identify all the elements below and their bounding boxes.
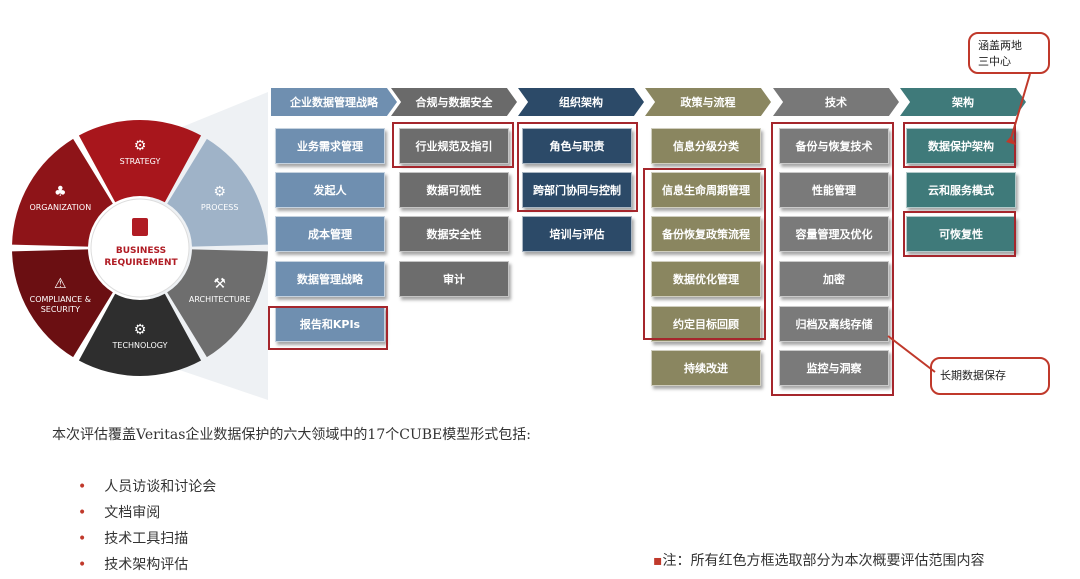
note-text: 注：所有红色方框选取部分为本次概要评估范围内容 [662, 553, 985, 569]
cube-item-5-2: 可恢复性 [906, 216, 1016, 252]
wheel-segment-strategy [78, 120, 202, 203]
callout-two-sites-three-centers: 涵盖两地 三中心 [968, 32, 1050, 74]
cube-item-3-5: 持续改进 [651, 350, 761, 386]
wheel-icon-0: ⚙ [134, 138, 147, 154]
cube-item-4-1: 性能管理 [779, 172, 889, 208]
column-header-4: 技术 [773, 88, 899, 116]
wheel-icon-1: ⚙ [213, 184, 226, 200]
cube-item-2-0: 角色与职责 [522, 128, 632, 164]
cube-item-1-3: 审计 [399, 261, 509, 297]
cube-item-4-3: 加密 [779, 261, 889, 297]
scope-highlight-frame-0 [268, 306, 388, 350]
method-item-3: 技术架构评估 [78, 552, 216, 578]
wheel-label-3: TECHNOLOGY [112, 341, 168, 350]
scope-highlight-frame-3 [643, 168, 766, 340]
cube-item-0-1: 发起人 [275, 172, 385, 208]
method-item-2: 技术工具扫描 [78, 526, 216, 552]
cube-item-0-4: 报告和KPIs [275, 306, 385, 342]
wheel-segment-process [167, 138, 268, 247]
scope-highlight-frame-6 [903, 211, 1016, 257]
cube-item-0-2: 成本管理 [275, 216, 385, 252]
wheel-icon-3: ⚙ [134, 322, 147, 338]
document-icon [132, 218, 148, 236]
wheel-label-4: COMPLIANCE &SECURITY [30, 295, 91, 314]
wheel-label-5: ORGANIZATION [29, 203, 91, 212]
wheel-icon-5: ♣ [54, 184, 67, 200]
cube-item-5-1: 云和服务模式 [906, 172, 1016, 208]
wheel-segment-organization [12, 138, 113, 247]
cube-item-4-4: 归档及离线存储 [779, 306, 889, 342]
cube-item-1-0: 行业规范及指引 [399, 128, 509, 164]
cube-item-3-0: 信息分级分类 [651, 128, 761, 164]
wheel-label-0: STRATEGY [120, 157, 161, 166]
note-marker: ▪ [653, 553, 663, 569]
cube-item-3-3: 数据优化管理 [651, 261, 761, 297]
column-header-5: 架构 [900, 88, 1026, 116]
callout-long-term-retention: 长期数据保存 [930, 357, 1050, 395]
wheel-center-label: BUSINESS REQUIREMENT [104, 246, 178, 268]
method-item-1: 文档审阅 [78, 500, 216, 526]
cube-item-1-2: 数据安全性 [399, 216, 509, 252]
column-header-3: 政策与流程 [645, 88, 771, 116]
wheel-label-2: ARCHITECTURE [189, 295, 250, 304]
scope-highlight-frame-1 [392, 122, 514, 168]
wheel-icon-4: ⚠ [54, 276, 67, 292]
method-list: 人员访谈和讨论会文档审阅技术工具扫描技术架构评估 [78, 474, 216, 578]
scope-highlight-frame-5 [903, 122, 1016, 168]
scope-note: ▪注：所有红色方框选取部分为本次概要评估范围内容 [653, 550, 985, 570]
wheel-center [90, 198, 190, 298]
cube-item-4-2: 容量管理及优化 [779, 216, 889, 252]
wheel-label-1: PROCESS [201, 203, 238, 212]
cube-item-2-1: 跨部门协同与控制 [522, 172, 632, 208]
column-header-1: 合规与数据安全 [391, 88, 517, 116]
cube-item-4-0: 备份与恢复技术 [779, 128, 889, 164]
column-header-2: 组织架构 [518, 88, 644, 116]
scope-highlight-frame-2 [517, 122, 638, 212]
scope-paragraph: 本次评估覆盖Veritas企业数据保护的六大领域中的17个CUBE模型形式包括: [52, 427, 531, 443]
wheel-segment-technology [78, 293, 202, 376]
cube-item-3-2: 备份恢复政策流程 [651, 216, 761, 252]
cube-item-0-3: 数据管理战略 [275, 261, 385, 297]
wheel-icon-2: ⚒ [213, 276, 226, 292]
method-item-0: 人员访谈和讨论会 [78, 474, 216, 500]
cube-item-2-2: 培训与评估 [522, 216, 632, 252]
wheel-segment-architecture [167, 249, 268, 358]
wheel-segment-compliance [12, 249, 113, 358]
cube-item-1-1: 数据可视性 [399, 172, 509, 208]
cube-item-3-1: 信息生命周期管理 [651, 172, 761, 208]
wheel-graphic: STRATEGY ⚙ PROCESS ⚙ ARCHITECTURE ⚒ TECHNOLOGY… [12, 92, 268, 400]
cube-item-4-5: 监控与洞察 [779, 350, 889, 386]
cube-item-5-0: 数据保护架构 [906, 128, 1016, 164]
column-header-0: 企业数据管理战略 [271, 88, 397, 116]
cube-item-3-4: 约定目标回顾 [651, 306, 761, 342]
cube-item-0-0: 业务需求管理 [275, 128, 385, 164]
scope-highlight-frame-4 [771, 122, 894, 396]
